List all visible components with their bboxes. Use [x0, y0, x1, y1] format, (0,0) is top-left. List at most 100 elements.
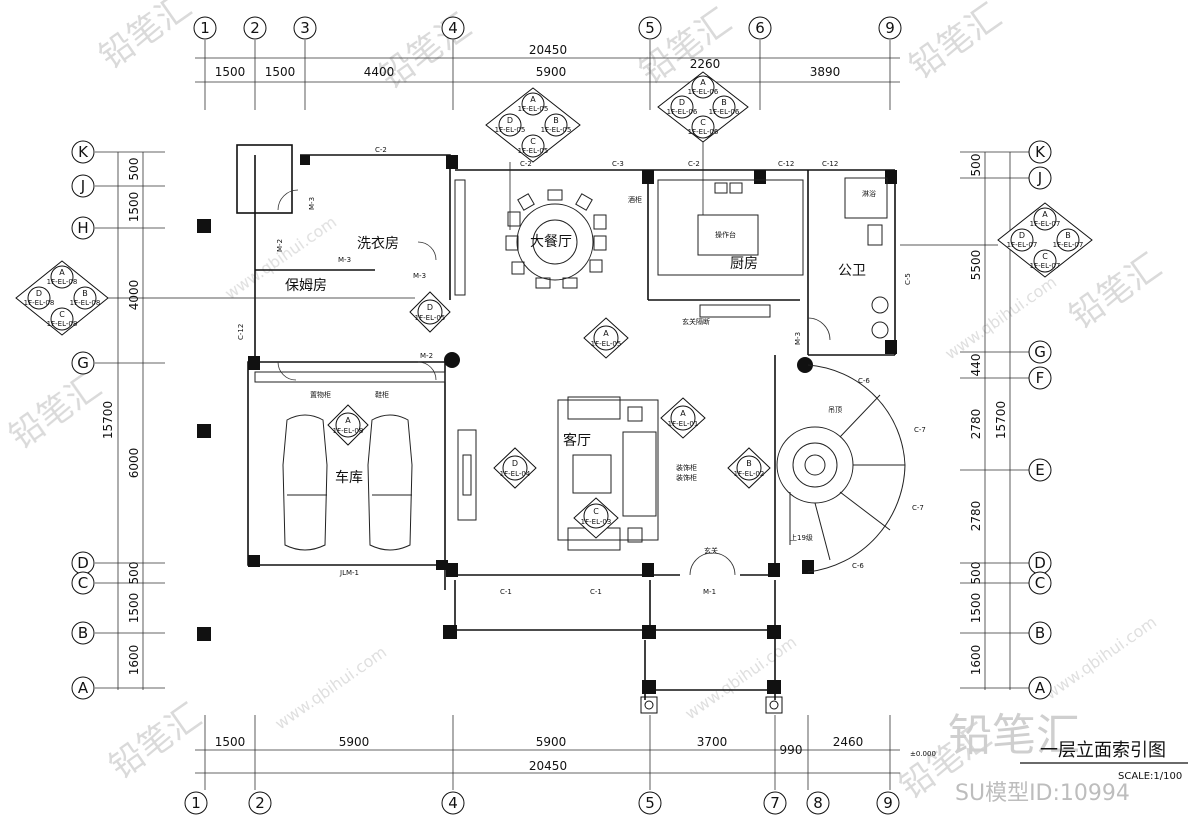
dim-top: 1500	[265, 65, 296, 79]
watermark-brand: 铅笔汇	[632, 1, 738, 92]
label-shower: 淋浴	[862, 189, 876, 198]
tag-letter: D	[679, 98, 685, 107]
code-c2a: C-2	[375, 146, 387, 154]
spiral-stair	[776, 364, 906, 573]
grid-label-right: C	[1035, 574, 1045, 592]
label-upper: 吊顶	[828, 406, 842, 414]
label-shoe: 鞋柜	[375, 390, 389, 399]
room-kitchen: 厨房	[730, 256, 758, 272]
living-furniture	[457, 396, 659, 551]
grid-label-bottom: 5	[645, 794, 655, 812]
tag-letter: D	[507, 116, 513, 125]
room-labels: 洗衣房 保姆房 大餐厅 厨房 公卫 客厅 车库 玄关 操作台 酒柜 鞋柜 置物柜…	[285, 189, 876, 555]
dim-bottom-total: 20450	[529, 759, 567, 773]
code-m3c: M-3	[413, 272, 426, 280]
single-tag-letter: C	[593, 507, 599, 516]
label-deco: 装饰柜	[676, 473, 697, 482]
tag-code: 1F-EL-05	[541, 126, 572, 134]
single-tag-d04: D 1F-EL-04	[493, 447, 537, 489]
grid-label-left: C	[78, 574, 88, 592]
code-m2b: M-2	[420, 352, 433, 360]
watermark-site: www.qbihui.com	[271, 642, 390, 733]
single-tag-c03: C 1F-EL-03	[573, 497, 619, 539]
code-c6a: C-6	[858, 377, 870, 385]
title-logo: 铅笔汇	[948, 710, 1080, 761]
grid-label-top: 5	[645, 19, 655, 37]
dim-bottom: 990	[780, 743, 803, 757]
dim-left: 1500	[127, 192, 141, 223]
grid-label-bottom: 2	[255, 794, 265, 812]
tag-letter: A	[530, 95, 536, 104]
grid-label-left: J	[80, 177, 85, 195]
dim-left: 1600	[127, 645, 141, 676]
tag-letter: C	[1042, 252, 1048, 261]
grid-label-bottom: 8	[813, 794, 823, 812]
tag-code: 1F-EL-05	[518, 105, 549, 113]
grid-label-right: K	[1035, 143, 1046, 161]
code-c12a: C-12	[778, 160, 794, 168]
single-tag-letter: D	[427, 303, 433, 312]
label-cabinet: 酒柜	[628, 195, 642, 204]
label-worktop: 操作台	[715, 230, 736, 239]
tag-code: 1F-EL-08	[70, 299, 101, 307]
elevation-tag-05: A D B C 1F-EL-05 1F-EL-05 1F-EL-05 1F-EL…	[485, 87, 581, 163]
dim-bottom: 3700	[697, 735, 728, 749]
code-m3a: M-3	[308, 197, 316, 210]
dim-bottom: 1500	[215, 735, 246, 749]
tag-code: 1F-EL-06	[709, 108, 740, 116]
grid-label-bottom: 9	[883, 794, 893, 812]
single-tag-code: 1F-EL-04	[500, 470, 531, 478]
room-entry: 玄关	[704, 546, 718, 555]
code-c7b: C-7	[912, 504, 924, 512]
tag-letter: D	[36, 289, 42, 298]
single-tag-letter: B	[746, 459, 752, 468]
tag-code: 1F-EL-08	[47, 320, 78, 328]
dim-top: 1500	[215, 65, 246, 79]
dim-bottom: 5900	[536, 735, 567, 749]
code-c12c: C-12	[237, 324, 245, 340]
single-tag-code: 1F-EL-03	[581, 518, 612, 526]
grid-label-right: G	[1034, 343, 1046, 361]
dim-right: 2780	[969, 409, 983, 440]
opening-codes: C-2 C-2 C-3 C-2 C-12 C-12 C-12 C-5 C-6 C…	[237, 146, 936, 758]
grid-label-top: 9	[885, 19, 895, 37]
tag-letter: B	[721, 98, 727, 107]
tag-letter: B	[82, 289, 88, 298]
tag-code: 1F-EL-08	[24, 299, 55, 307]
dim-top: 5900	[536, 65, 567, 79]
dimension-labels: 20450 1500 1500 4400 5900 2260 3890 1500…	[101, 43, 1008, 773]
elevation-mark: ±0.000	[910, 750, 936, 758]
grid-label-right: D	[1034, 554, 1046, 572]
watermark-site: www.qbihui.com	[1041, 612, 1160, 703]
drawing-title: 一层立面索引图	[1040, 740, 1166, 761]
tag-letter: A	[1042, 210, 1048, 219]
dim-left: 6000	[127, 448, 141, 479]
dim-right-small: 440	[969, 354, 983, 377]
kitchen-furniture	[657, 179, 804, 318]
grid-label-right: B	[1035, 624, 1045, 642]
code-jlm1: JLM-1	[339, 569, 359, 577]
dim-bottom: 5900	[339, 735, 370, 749]
room-garage: 车库	[335, 469, 363, 486]
grid-label-bottom: 1	[191, 794, 201, 812]
watermark-brand: 铅笔汇	[902, 0, 1008, 87]
grid-label-top: 2	[250, 19, 260, 37]
code-m2a: M-2	[276, 239, 284, 252]
dim-left-total: 15700	[101, 401, 115, 439]
single-tag-code: 1F-EL-05	[415, 314, 446, 322]
room-laundry: 洗衣房	[357, 236, 399, 252]
label-storage: 置物柜	[310, 390, 331, 399]
watermark-brand: 铅笔汇	[2, 366, 108, 457]
single-tag-letter: D	[512, 459, 518, 468]
code-c2b: C-2	[520, 160, 532, 168]
label-stairs: 上19级	[790, 533, 813, 542]
garage-cars	[254, 371, 446, 551]
single-tag-code: 1F-EL-02	[734, 470, 765, 478]
dim-left: 1500	[127, 593, 141, 624]
watermark-brand: 铅笔汇	[372, 6, 478, 97]
tag-code: 1F-EL-06	[688, 128, 719, 136]
single-tag-b02: B 1F-EL-02	[727, 447, 771, 489]
dim-right: 1500	[969, 593, 983, 624]
single-tag-code: 1F-EL-01	[668, 420, 699, 428]
dim-left: 4000	[127, 280, 141, 311]
